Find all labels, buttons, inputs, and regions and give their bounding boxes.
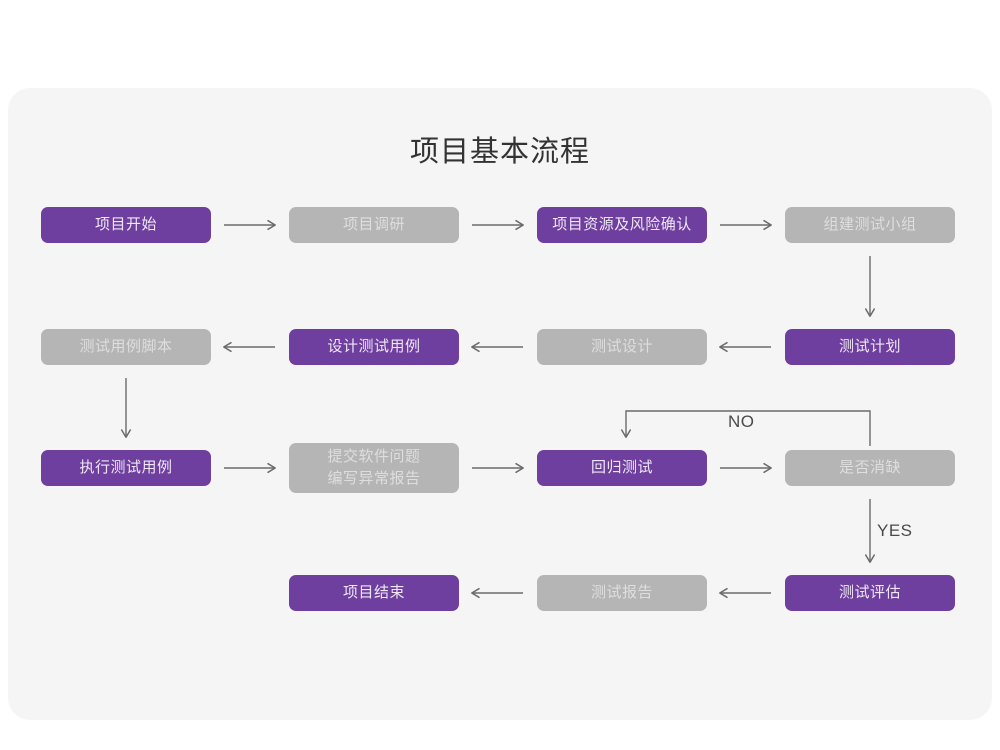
diagram-card bbox=[8, 88, 992, 720]
edge-label-yes: YES bbox=[877, 521, 913, 540]
flow-node-n7[interactable]: 测试设计 bbox=[537, 329, 707, 365]
flow-node-n8[interactable]: 测试计划 bbox=[785, 329, 955, 365]
flow-node-n2[interactable]: 项目调研 bbox=[289, 207, 459, 243]
flow-node-n4[interactable]: 组建测试小组 bbox=[785, 207, 955, 243]
flow-node-n9[interactable]: 执行测试用例 bbox=[41, 450, 211, 486]
flow-node-n10[interactable]: 提交软件问题 编写异常报告 bbox=[289, 443, 459, 493]
edge-label-no: NO bbox=[728, 412, 755, 431]
flow-node-n3[interactable]: 项目资源及风险确认 bbox=[537, 207, 707, 243]
flow-node-n14[interactable]: 测试报告 bbox=[537, 575, 707, 611]
flow-node-n6[interactable]: 设计测试用例 bbox=[289, 329, 459, 365]
page-title: 项目基本流程 bbox=[409, 136, 590, 168]
flow-node-n1[interactable]: 项目开始 bbox=[41, 207, 211, 243]
flow-node-n15[interactable]: 测试评估 bbox=[785, 575, 955, 611]
flow-node-n11[interactable]: 回归测试 bbox=[537, 450, 707, 486]
flow-node-n5[interactable]: 测试用例脚本 bbox=[41, 329, 211, 365]
flow-node-n13[interactable]: 项目结束 bbox=[289, 575, 459, 611]
flow-node-n12[interactable]: 是否消缺 bbox=[785, 450, 955, 486]
